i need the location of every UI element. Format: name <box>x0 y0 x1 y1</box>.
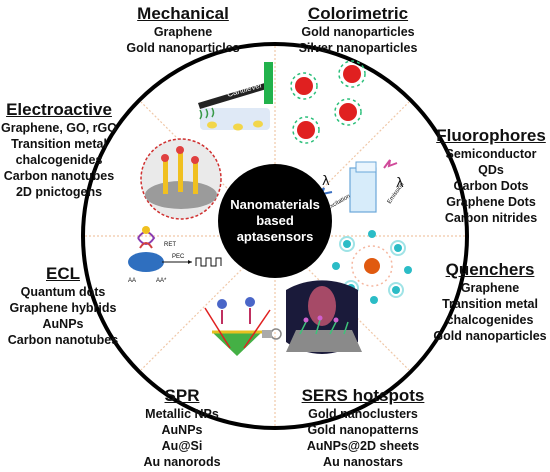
spr-illustration <box>204 297 282 356</box>
center-title: Nanomaterials based aptasensors <box>225 197 325 245</box>
section-item: Au nanorods <box>143 455 221 469</box>
ret-label: RET <box>164 242 176 248</box>
red-nanoparticle <box>338 60 366 88</box>
section-item: Gold nanoparticles <box>126 41 240 55</box>
lambda-excitation: λ <box>322 174 330 189</box>
red-nanoparticle <box>290 72 318 100</box>
section-item: Gold nanopatterns <box>307 423 419 437</box>
sers-illustration <box>286 280 362 354</box>
section-title: Fluorophores <box>436 126 546 145</box>
section-item: Au@Si <box>161 439 203 453</box>
section-item: Gold nanoparticles <box>301 25 415 39</box>
ecl-illustration: RET PEC AA AA* <box>128 226 222 284</box>
section-fluorophores: Fluorophores Semiconductor QDs Carbon Do… <box>432 126 550 226</box>
section-ecl: ECL Quantum dots Graphene hybrids AuNPs … <box>0 264 126 348</box>
section-item: AuNPs <box>161 423 203 437</box>
section-title: Mechanical <box>137 4 229 23</box>
section-title: SERS hotspots <box>301 386 425 405</box>
section-item: Gold nanoparticles <box>433 329 547 343</box>
section-title: ECL <box>46 264 80 283</box>
section-item: Semiconductor QDs <box>445 147 537 177</box>
section-item: Silver nanoparticles <box>298 41 418 55</box>
section-colorimetric: Colorimetric Gold nanoparticles Silver n… <box>282 4 434 56</box>
pec-label: PEC <box>172 254 185 260</box>
center-line: Nanomaterials <box>230 197 320 212</box>
fluorophores-illustration: λ λ Excitation Emission <box>315 159 406 213</box>
section-item: Carbon Dots <box>453 179 529 193</box>
section-item: AuNPs <box>42 317 84 331</box>
section-title: Electroactive <box>6 100 112 119</box>
electroactive-illustration <box>140 138 222 220</box>
section-item: Carbon nitrides <box>444 211 538 225</box>
center-disk <box>218 164 332 278</box>
section-item: chalcogenides <box>446 313 534 327</box>
section-electroactive: Electroactive Graphene, GO, rGO Transiti… <box>0 100 118 200</box>
sector-dividers <box>85 46 465 426</box>
section-sers-hotspots: SERS hotspots Gold nanoclusters Gold nan… <box>296 386 430 470</box>
aa-label: AA <box>128 278 136 284</box>
section-item: Graphene hybrids <box>9 301 117 315</box>
section-item: chalcogenides <box>15 153 103 167</box>
section-title: Quenchers <box>445 260 535 279</box>
center-line: based <box>256 213 294 228</box>
section-item: Au nanostars <box>323 455 403 469</box>
section-item: Graphene, GO, rGO <box>1 121 117 135</box>
red-nanoparticle <box>292 116 320 144</box>
red-nanoparticle <box>334 98 362 126</box>
section-item: AuNPs@2D sheets <box>306 439 420 453</box>
section-item: Graphene <box>460 281 520 295</box>
section-item: 2D pnictogens <box>15 185 103 199</box>
lambda-emission: λ <box>396 176 404 191</box>
section-title: SPR <box>164 386 200 405</box>
section-item: Transition metal <box>442 297 538 311</box>
section-item: Transition metal <box>11 137 107 151</box>
section-item: Carbon nanotubes <box>3 169 115 183</box>
section-item: Carbon nanotubes <box>7 333 119 347</box>
colorimetric-illustration <box>290 60 366 144</box>
cantilever-mount <box>264 62 273 104</box>
section-item: Graphene Dots <box>446 195 536 209</box>
center-line: aptasensors <box>236 229 314 244</box>
section-item: Metallic NPs <box>145 407 219 421</box>
section-item: Quantum dots <box>20 285 106 299</box>
section-title: Colorimetric <box>307 4 409 23</box>
section-quenchers: Quenchers Graphene Transition metal chal… <box>430 260 550 344</box>
section-mechanical: Mechanical Graphene Gold nanoparticles <box>110 4 256 56</box>
aa-star-label: AA* <box>156 278 167 284</box>
section-item: Gold nanoclusters <box>308 407 418 421</box>
quenchers-illustration <box>332 230 412 304</box>
section-spr: SPR Metallic NPs AuNPs Au@Si Au nanorods <box>126 386 238 470</box>
section-item: Graphene <box>153 25 213 39</box>
